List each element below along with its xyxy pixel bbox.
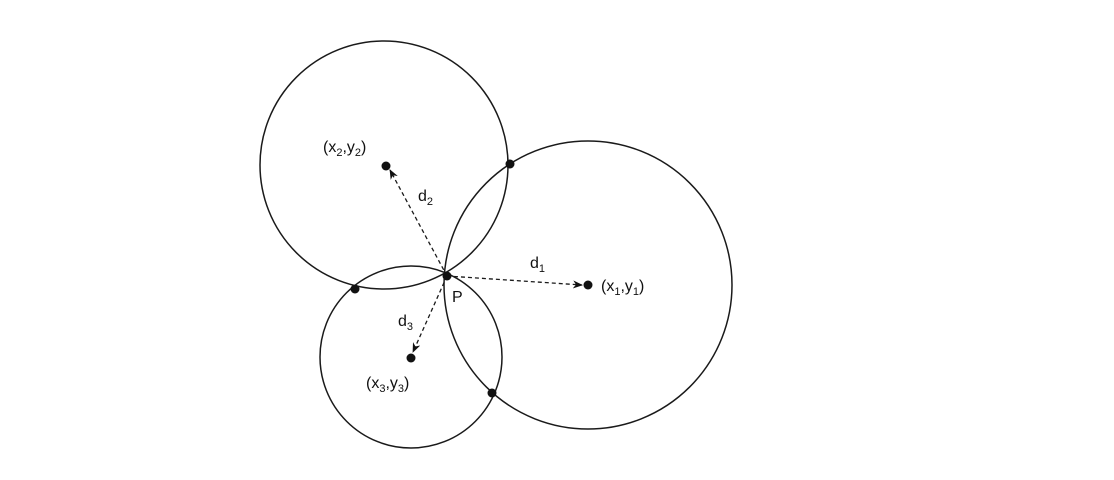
circle-1	[443, 140, 733, 430]
distance-arrow-d3	[412, 275, 448, 353]
intersection-point-2-3	[350, 284, 360, 294]
circle-3	[319, 265, 503, 449]
center-point-3	[406, 353, 416, 363]
intersection-point-1-3	[487, 388, 497, 398]
distance-arrow-d1	[446, 275, 583, 289]
center-point-2	[381, 161, 391, 171]
center-label-1: (x1,y1)	[601, 278, 644, 298]
distance-label-d1: d1	[530, 255, 545, 275]
point-p	[442, 271, 452, 281]
intersection-point-1-2	[505, 159, 515, 169]
center-point-1	[583, 280, 593, 290]
distance-arrow-d2	[389, 169, 448, 277]
center-label-2: (x2,y2)	[323, 139, 366, 159]
center-label-3: (x3,y3)	[366, 375, 409, 395]
distance-label-d3: d3	[398, 313, 413, 333]
distance-label-d2: d2	[418, 188, 433, 208]
point-p-label: P	[452, 289, 463, 306]
